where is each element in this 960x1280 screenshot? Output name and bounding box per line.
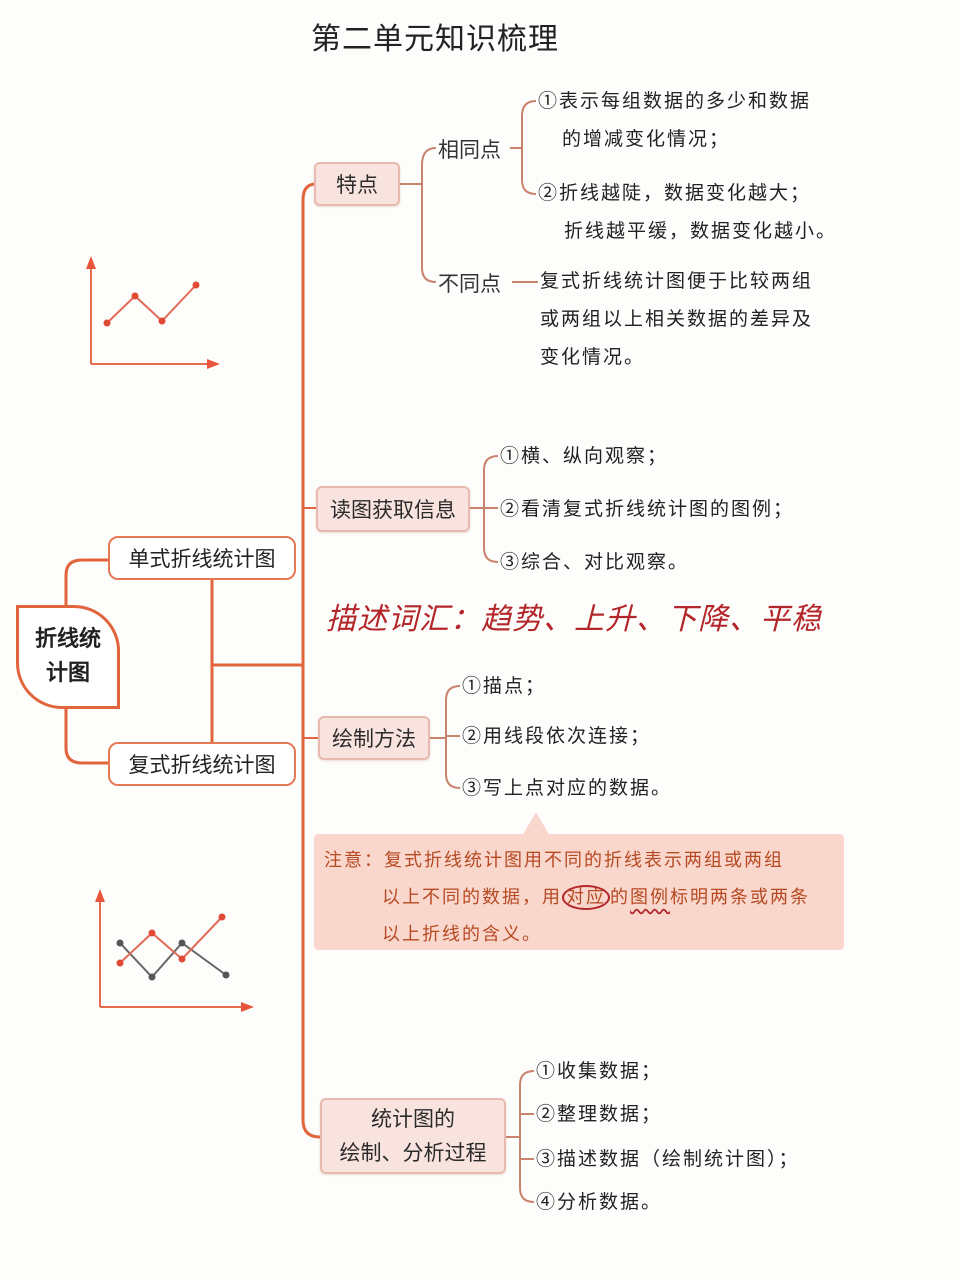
diff-point-line3: 变化情况。 <box>540 346 646 368</box>
notice-line2-a: 以上不同的数据，用 <box>382 887 562 908</box>
compound-line-chart-node: 复式折线统计图 <box>108 742 296 786</box>
reading-item-1: ①横、纵向观察； <box>500 445 669 467</box>
reading-info-node: 读图获取信息 <box>316 486 470 532</box>
process-item-4: ④分析数据。 <box>536 1191 663 1213</box>
same-points-label: 相同点 <box>438 138 501 162</box>
handwritten-note: 描述词汇：趋势、上升、下降、平稳 <box>326 602 822 637</box>
same-point-2a: ②折线越陡，数据变化越大； <box>538 182 812 204</box>
diff-point-line1: 复式折线统计图便于比较两组 <box>540 270 814 292</box>
process-node: 统计图的 绘制、分析过程 <box>320 1098 506 1174</box>
notice-wavy-word: 图例 <box>630 887 670 908</box>
notice-circled-word: 对应 <box>562 885 610 910</box>
drawing-item-2: ②用线段依次连接； <box>462 725 652 747</box>
root-label-line2: 计图 <box>45 661 90 686</box>
drawing-item-3: ③写上点对应的数据。 <box>462 777 673 799</box>
process-label-line1: 统计图的 <box>371 1107 455 1131</box>
notice-line3: 以上折线的含义。 <box>382 924 542 945</box>
same-point-2b: 折线越平缓，数据变化越小。 <box>564 220 838 242</box>
page-title: 第二单元知识梳理 <box>311 22 559 57</box>
process-item-3: ③描述数据（绘制统计图）； <box>536 1148 800 1170</box>
process-item-1: ①收集数据； <box>536 1060 663 1082</box>
notice-line1: 复式折线统计图用不同的折线表示两组或两组 <box>384 850 784 871</box>
diff-points-label: 不同点 <box>438 272 501 296</box>
notice-prefix: 注意： <box>324 850 384 871</box>
drawing-item-1: ①描点； <box>462 675 547 697</box>
drawing-method-node: 绘制方法 <box>318 716 430 760</box>
process-label-line2: 绘制、分析过程 <box>339 1141 487 1165</box>
single-line-chart-icon <box>86 256 220 369</box>
process-item-2: ②整理数据； <box>536 1103 663 1125</box>
features-node: 特点 <box>314 162 400 206</box>
compound-line-chart-icon <box>95 889 254 1012</box>
single-line-chart-node: 单式折线统计图 <box>108 536 296 580</box>
notice-line2-c: 标明两条或两条 <box>670 887 810 908</box>
root-label-line1: 折线统 <box>34 627 101 652</box>
same-point-1b: 的增减变化情况； <box>562 128 731 150</box>
notice-line2-b: 的 <box>610 887 630 908</box>
reading-item-3: ③综合、对比观察。 <box>500 551 690 573</box>
notice-box: 注意：复式折线统计图用不同的折线表示两组或两组 以上不同的数据，用对应的图例标明… <box>314 834 844 950</box>
root-node: 折线统 计图 <box>16 605 120 709</box>
same-point-1a: ①表示每组数据的多少和数据 <box>538 90 812 112</box>
reading-item-2: ②看清复式折线统计图的图例； <box>500 498 795 520</box>
notice-pointer <box>522 812 550 836</box>
diff-point-line2: 或两组以上相关数据的差异及 <box>540 308 814 330</box>
